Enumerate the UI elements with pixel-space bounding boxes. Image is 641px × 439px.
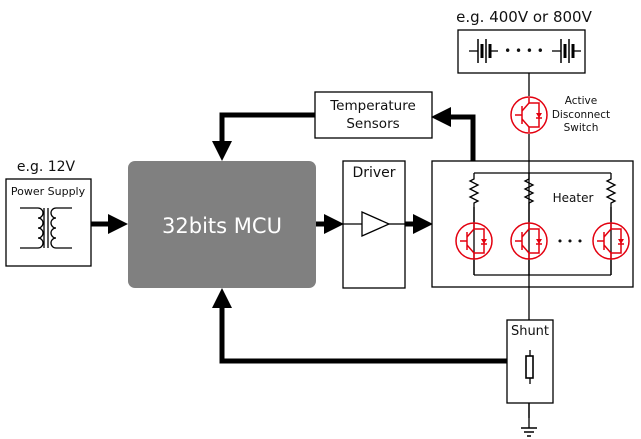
- igbt-dots: • • •: [557, 235, 583, 248]
- switch-label-2: Disconnect: [552, 109, 610, 121]
- heater-to-sensors-arrow: [431, 107, 476, 161]
- mcu-label: 32bits MCU: [162, 214, 282, 238]
- sensors-to-mcu-arrow: [212, 112, 315, 161]
- shunt-resistor-icon: [525, 350, 534, 384]
- buffer-amplifier-icon: [343, 210, 405, 238]
- heater-label: Heater: [553, 191, 594, 205]
- driver-label: Driver: [352, 165, 395, 181]
- temp-label-1: Temperature: [329, 98, 416, 114]
- shunt-block: Shunt: [506, 319, 554, 404]
- temperature-sensors-block: Temperature Sensors: [314, 91, 433, 139]
- heater-igbt-icon: [592, 207, 630, 275]
- mcu-block: 32bits MCU: [128, 161, 316, 288]
- power-supply-block: Power Supply: [5, 178, 92, 267]
- heater-block: Heater • • •: [431, 160, 634, 288]
- temp-label-2: Sensors: [346, 116, 399, 132]
- switch-label-1: Active: [565, 95, 597, 107]
- shunt-to-mcu-arrow: [212, 288, 507, 364]
- ground-icon: [521, 403, 537, 437]
- hv-voltage-label: e.g. 400V or 800V: [456, 8, 592, 26]
- power-supply-label: Power Supply: [11, 185, 86, 198]
- lv-voltage-label: e.g. 12V: [17, 159, 76, 175]
- heater-igbt-icon: [455, 207, 493, 275]
- switch-label-3: Switch: [564, 122, 599, 134]
- battery-dots: • • • •: [504, 44, 544, 58]
- active-disconnect-igbt-icon: [510, 96, 548, 134]
- heater-igbt-icon: [510, 207, 548, 275]
- transformer-icon: [20, 207, 72, 249]
- hv-battery: • • • •: [457, 29, 586, 74]
- shunt-label: Shunt: [511, 324, 549, 339]
- driver-block: Driver: [342, 160, 406, 289]
